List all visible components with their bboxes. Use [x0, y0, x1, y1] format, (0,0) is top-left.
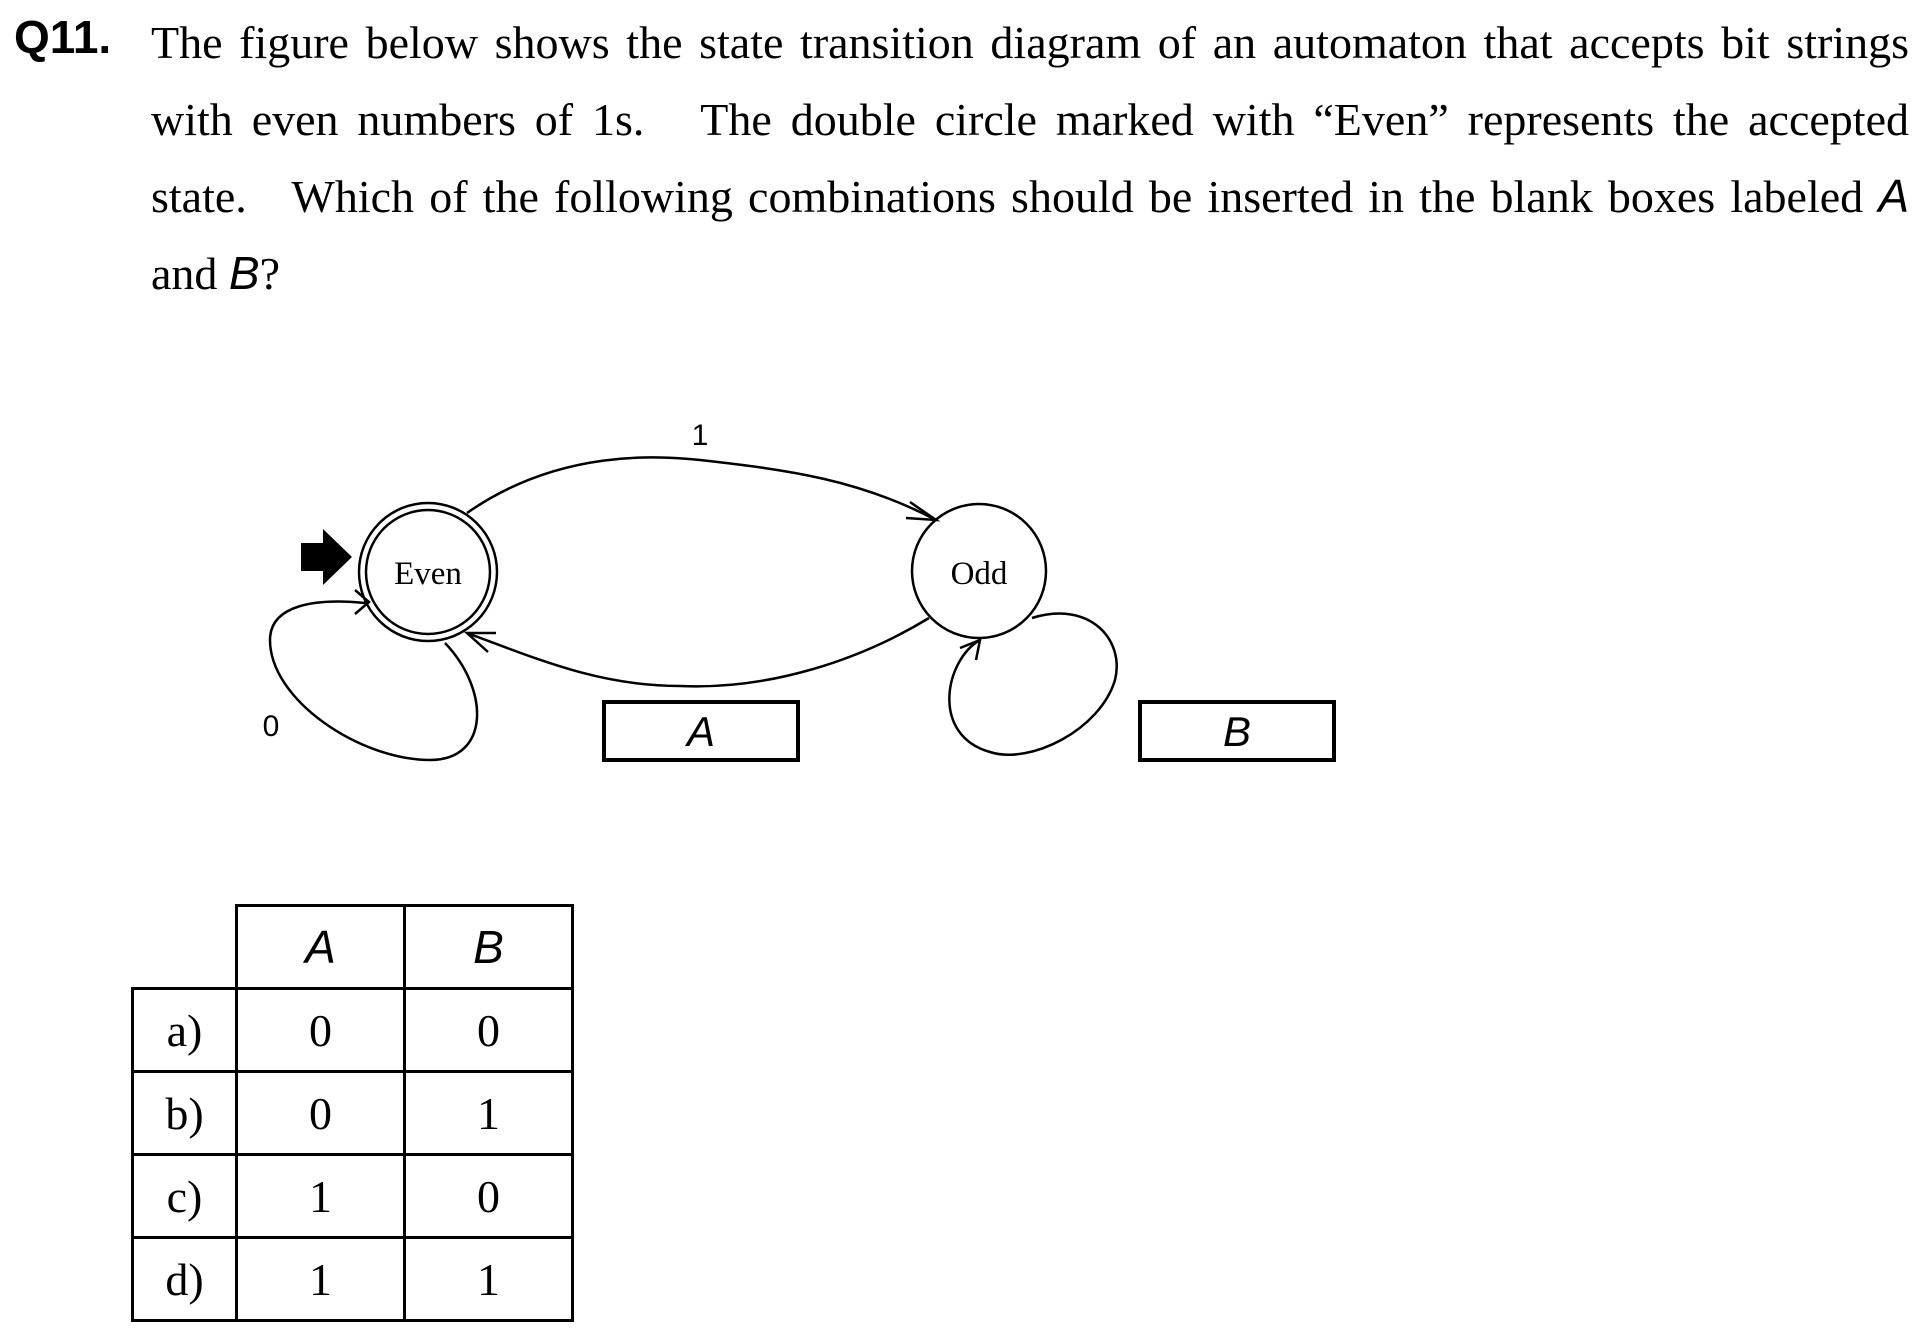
answer-table: A B a) 0 0 b) 0 1 c) 1 0 d) 1 1 — [131, 904, 574, 1322]
question-text-body: The figure below shows the state transit… — [151, 17, 1909, 222]
answer-value-b: 1 — [403, 1070, 574, 1156]
state-odd-label: Odd — [951, 556, 1008, 592]
answer-option-label: b) — [131, 1070, 238, 1156]
answer-row-c[interactable]: c) 1 0 — [131, 1153, 574, 1239]
state-even: Even — [357, 501, 499, 643]
edge-even-to-odd — [466, 456, 937, 522]
answer-table-header-row: A B — [132, 904, 574, 990]
question-text-and: and — [151, 248, 229, 299]
question-label-a: A — [1878, 170, 1909, 222]
edge-even-self-loop-label: 0 — [263, 710, 280, 743]
answer-value-a: 1 — [235, 1153, 406, 1239]
edge-even-to-odd-arrowhead — [905, 500, 941, 522]
answer-table-header-a: A — [235, 904, 406, 990]
question-label-b: B — [228, 247, 260, 299]
answer-value-b: 0 — [403, 1153, 574, 1239]
edge-odd-self-loop — [948, 612, 1118, 756]
edge-even-self-loop-arrowhead — [354, 589, 371, 615]
answer-option-label: a) — [131, 987, 238, 1073]
edge-odd-to-even — [466, 616, 930, 688]
edge-odd-self-loop-arrowhead — [959, 637, 982, 661]
answer-value-a: 0 — [235, 987, 406, 1073]
answer-row-a[interactable]: a) 0 0 — [131, 987, 574, 1073]
edge-odd-to-even-arrowhead — [463, 631, 496, 653]
blank-box-a — [602, 700, 800, 762]
answer-row-d[interactable]: d) 1 1 — [131, 1236, 574, 1322]
state-odd-circle — [910, 502, 1048, 640]
answer-option-label: d) — [131, 1236, 238, 1322]
answer-table-header-b: B — [403, 904, 574, 990]
answer-row-b[interactable]: b) 0 1 — [131, 1070, 574, 1156]
state-even-label: Even — [394, 556, 462, 592]
question-text: The figure below shows the state transit… — [151, 4, 1909, 312]
answer-option-label: c) — [131, 1153, 238, 1239]
blank-box-b — [1138, 700, 1336, 762]
blank-box-a-label: A — [684, 708, 715, 755]
edge-even-to-odd-label: 1 — [692, 419, 709, 452]
question-number: Q11. — [14, 11, 112, 63]
start-arrow-icon — [301, 529, 352, 585]
answer-value-b: 1 — [403, 1236, 574, 1322]
answer-table-corner — [132, 905, 238, 990]
state-odd: Odd — [910, 502, 1048, 640]
answer-value-a: 1 — [235, 1236, 406, 1322]
blank-box-b-label: B — [1223, 708, 1251, 755]
state-even-inner-circle — [364, 508, 492, 636]
question-text-end: ? — [259, 248, 281, 299]
answer-value-a: 0 — [235, 1070, 406, 1156]
edge-even-self-loop — [268, 600, 479, 762]
answer-value-b: 0 — [403, 987, 574, 1073]
